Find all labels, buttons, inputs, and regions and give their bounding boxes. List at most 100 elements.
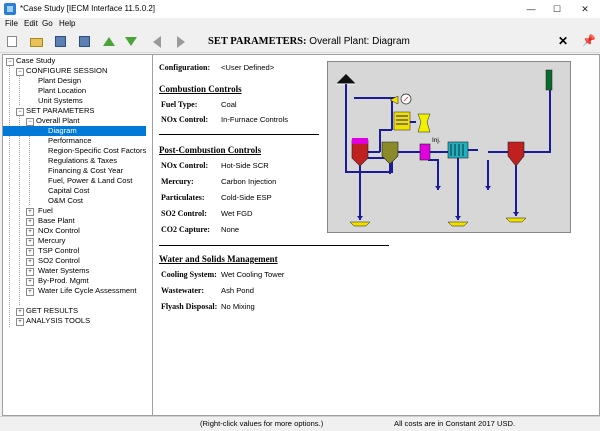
expand-water-systems-icon[interactable]: + (26, 268, 34, 276)
tree-unit-systems[interactable]: Unit Systems (38, 96, 83, 106)
ash-bin-3-icon (506, 218, 526, 222)
pin-icon[interactable]: 📌 (582, 34, 596, 47)
move-up-icon[interactable] (103, 37, 115, 46)
expand-by-prod-icon[interactable]: + (26, 278, 34, 286)
expand-so2-control-icon[interactable]: + (26, 258, 34, 266)
boiler-burner-icon (352, 138, 368, 144)
page-title-subtitle: Overall Plant: Diagram (309, 36, 410, 47)
so2-control-value[interactable]: Wet FGD (221, 209, 253, 218)
cooling-tower-icon (418, 114, 430, 132)
close-panel-icon[interactable]: ✕ (558, 34, 568, 48)
status-bar: (Right-click values for more options.) A… (0, 416, 600, 431)
flyash-disposal-value[interactable]: No Mixing (221, 302, 255, 311)
tree-analysis-tools[interactable]: ANALYSIS TOOLS (26, 316, 90, 326)
navigation-tree: − Case Study − CONFIGURE SESSION Plant D… (2, 54, 153, 416)
tree-by-prod-mgmt[interactable]: By-Prod. Mgmt (38, 276, 89, 286)
combustion-controls-heading: Combustion Controls (159, 84, 242, 94)
expand-mercury-icon[interactable]: + (26, 238, 34, 246)
combustion-nox-value[interactable]: In-Furnace Controls (221, 115, 288, 124)
tree-tsp-control[interactable]: TSP Control (38, 246, 79, 256)
expand-nox-control-icon[interactable]: + (26, 228, 34, 236)
menu-edit[interactable]: Edit (24, 19, 38, 28)
tree-set-parameters[interactable]: SET PARAMETERS (26, 106, 95, 116)
tree-plant-location[interactable]: Plant Location (38, 86, 86, 96)
expand-analysis-tools-icon[interactable]: + (16, 318, 24, 326)
forward-arrow-icon[interactable] (177, 36, 185, 48)
expand-fuel-icon[interactable]: + (26, 208, 34, 216)
tree-fuel-power-land[interactable]: Fuel, Power & Land Cost (48, 176, 132, 186)
close-window-button[interactable]: ✕ (574, 2, 596, 16)
scr-reactor-icon (382, 142, 398, 164)
tree-om-cost[interactable]: O&M Cost (48, 196, 83, 206)
menu-bar: File Edit Go Help (0, 18, 600, 30)
menu-help[interactable]: Help (59, 19, 75, 28)
expand-tsp-control-icon[interactable]: + (26, 248, 34, 256)
new-document-icon[interactable] (7, 36, 17, 47)
move-down-icon[interactable] (125, 37, 137, 46)
cooling-system-value[interactable]: Wet Cooling Tower (221, 270, 284, 279)
save-icon[interactable] (55, 36, 66, 47)
water-solids-heading: Water and Solids Management (159, 254, 278, 264)
tree-capital-cost[interactable]: Capital Cost (48, 186, 89, 196)
window-title: *Case Study [IECM Interface 11.5.0.2] (20, 4, 155, 13)
fuel-type-label: Fuel Type: (161, 100, 197, 109)
plant-diagram: Inj. (327, 61, 571, 233)
expand-configure-icon[interactable]: − (16, 68, 24, 76)
configuration-label: Configuration: (159, 63, 210, 72)
save-as-icon[interactable] (79, 36, 90, 47)
status-cost-note: All costs are in Constant 2017 USD. (394, 419, 515, 428)
ash-bin-2-icon (448, 222, 468, 226)
post-nox-label: NOx Control: (161, 161, 208, 170)
title-bar: *Case Study [IECM Interface 11.5.0.2] — … (0, 0, 600, 19)
tree-region-cost-factors[interactable]: Region-Specific Cost Factors (48, 146, 146, 156)
particulates-value[interactable]: Cold-Side ESP (221, 193, 272, 202)
tree-performance[interactable]: Performance (48, 136, 91, 146)
menu-file[interactable]: File (5, 19, 18, 28)
expand-set-parameters-icon[interactable]: − (16, 108, 24, 116)
expand-get-results-icon[interactable]: + (16, 308, 24, 316)
mercury-value[interactable]: Carbon Injection (221, 177, 276, 186)
tree-water-lca[interactable]: Water Life Cycle Assessment (38, 286, 136, 296)
fgd-icon (508, 142, 524, 166)
app-icon (4, 3, 16, 15)
tree-root-case-study[interactable]: Case Study (16, 56, 55, 66)
cooling-system-label: Cooling System: (161, 270, 217, 279)
particulates-label: Particulates: (161, 193, 205, 202)
tree-plant-design[interactable]: Plant Design (38, 76, 81, 86)
wastewater-value[interactable]: Ash Pond (221, 286, 254, 295)
coal-pile-icon (336, 74, 356, 84)
expand-water-lca-icon[interactable]: + (26, 288, 34, 296)
tree-fuel[interactable]: Fuel (38, 206, 53, 216)
tree-so2-control[interactable]: SO2 Control (38, 256, 80, 266)
tree-financing-cost-year[interactable]: Financing & Cost Year (48, 166, 123, 176)
maximize-button[interactable]: ☐ (546, 2, 568, 16)
post-combustion-heading: Post-Combustion Controls (159, 145, 261, 155)
menu-go[interactable]: Go (42, 19, 53, 28)
expand-case-study-icon[interactable]: − (6, 58, 14, 66)
expand-base-plant-icon[interactable]: + (26, 218, 34, 226)
tree-nox-control[interactable]: NOx Control (38, 226, 80, 236)
back-arrow-icon[interactable] (153, 36, 161, 48)
tree-configure-session[interactable]: CONFIGURE SESSION (26, 66, 107, 76)
post-nox-value[interactable]: Hot-Side SCR (221, 161, 269, 170)
tree-water-systems[interactable]: Water Systems (38, 266, 89, 276)
tree-mercury[interactable]: Mercury (38, 236, 65, 246)
mercury-label: Mercury: (161, 177, 194, 186)
carbon-injection-icon (420, 144, 430, 160)
ash-bin-1-icon (350, 222, 370, 226)
configuration-value[interactable]: <User Defined> (221, 63, 274, 72)
expand-overall-plant-icon[interactable]: − (26, 118, 34, 126)
tree-overall-plant[interactable]: Overall Plant (36, 116, 79, 126)
tree-get-results[interactable]: GET RESULTS (26, 306, 78, 316)
open-folder-icon[interactable] (30, 38, 43, 47)
fuel-type-value[interactable]: Coal (221, 100, 237, 109)
tree-base-plant[interactable]: Base Plant (38, 216, 75, 226)
minimize-button[interactable]: — (520, 2, 542, 16)
tree-regulations-taxes[interactable]: Regulations & Taxes (48, 156, 117, 166)
co2-capture-value[interactable]: None (221, 225, 239, 234)
tree-diagram-selected[interactable]: Diagram (3, 126, 146, 136)
co2-capture-label: CO2 Capture: (161, 225, 210, 234)
injection-label: Inj. (432, 137, 441, 144)
content-panel: Configuration: <User Defined> Combustion… (152, 54, 600, 416)
so2-control-label: SO2 Control: (161, 209, 207, 218)
